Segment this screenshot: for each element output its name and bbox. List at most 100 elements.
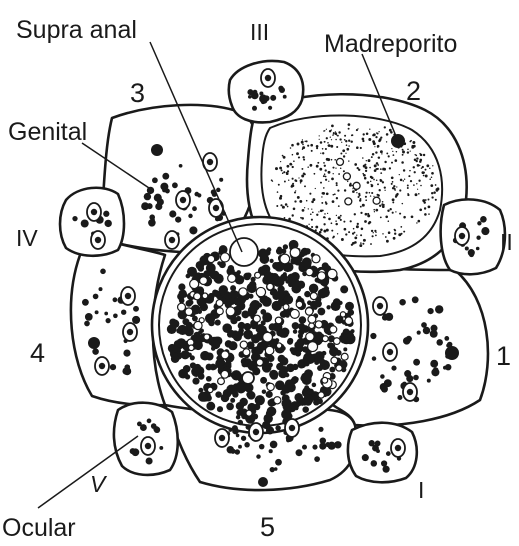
madreporite-stipple: [385, 215, 388, 218]
plate-tubercle: [241, 436, 246, 441]
madreporite-stipple: [337, 135, 339, 137]
madreporite-stipple: [341, 238, 344, 241]
madreporite-stipple: [304, 207, 305, 208]
madreporite-stipple: [338, 216, 341, 219]
madreporite-stipple: [360, 234, 362, 236]
periproct-ring-granule: [263, 332, 273, 342]
plate-tubercle: [477, 221, 481, 225]
madreporite-stipple: [310, 213, 312, 215]
periproct-granule: [315, 356, 322, 363]
periproct-granule: [298, 362, 305, 369]
madreporite-stipple: [279, 167, 282, 170]
periproct-granule: [296, 397, 305, 406]
madreporite-stipple: [350, 220, 352, 222]
plate-pore-center: [145, 443, 151, 449]
madreporite-stipple: [432, 165, 433, 166]
madreporite-stipple: [284, 181, 286, 183]
madreporite-stipple: [435, 184, 437, 186]
periproct-ring-granule: [220, 253, 229, 262]
periproct-granule: [206, 353, 214, 361]
madreporite-stipple: [289, 163, 292, 166]
madreporite-stipple: [381, 153, 382, 154]
madreporite-stipple: [399, 189, 401, 191]
madreporite-stipple: [421, 171, 424, 174]
madreporite-stipple: [360, 198, 362, 200]
periproct-granule: [340, 285, 348, 293]
madreporite-stipple: [416, 183, 417, 184]
madreporite-stipple: [279, 197, 282, 200]
periproct-granule: [322, 351, 327, 356]
madreporite-stipple: [368, 138, 371, 141]
madreporite-stipple: [295, 190, 296, 191]
madreporite-stipple: [303, 172, 305, 174]
plate-tubercle: [100, 268, 106, 274]
periproct-granule: [283, 406, 289, 412]
periproct-ring-granule: [290, 248, 300, 258]
periproct-ring-granule: [256, 359, 263, 366]
madreporite-stipple: [377, 146, 378, 147]
plate-tubercle: [399, 299, 406, 306]
periproct-granule: [237, 297, 242, 302]
madreporite-stipple: [348, 140, 350, 142]
plate-tubercle: [427, 379, 431, 383]
label-roman-V: V: [90, 471, 108, 497]
madreporite-stipple: [309, 164, 312, 167]
madreporite-stipple: [282, 172, 284, 174]
madreporite-stipple: [278, 184, 280, 186]
madreporite-stipple: [293, 208, 296, 211]
madreporite-stipple: [357, 223, 359, 225]
madreporite-stipple: [301, 175, 304, 178]
madreporite-stipple: [361, 228, 364, 231]
plate-pore-center: [459, 233, 465, 239]
madreporite-stipple: [402, 149, 404, 151]
madreporite-stipple: [334, 132, 337, 135]
plate-tubercle: [275, 459, 282, 466]
madreporite-stipple: [373, 179, 375, 181]
periproct-ring-granule: [221, 370, 229, 378]
madreporite-stipple: [395, 194, 397, 196]
periproct-ring-granule: [322, 377, 328, 383]
periproct-ring-granule: [331, 357, 338, 364]
plate-tubercle: [318, 427, 323, 432]
madreporite-stipple: [380, 136, 382, 138]
madreporite-stipple: [358, 196, 360, 198]
periproct-granule: [269, 370, 278, 379]
plate-tubercle: [122, 367, 129, 374]
madreporite-stipple: [396, 151, 397, 152]
madreporite-stipple: [311, 150, 313, 152]
madreporite-stipple: [371, 230, 373, 232]
madreporite-stipple: [346, 144, 348, 146]
madreporite-stipple: [324, 165, 326, 167]
madreporite-stipple: [392, 201, 394, 203]
madreporite-stipple: [360, 206, 362, 208]
madreporite-stipple: [344, 135, 346, 137]
madreporite-stipple: [291, 144, 294, 147]
madreporite-stipple: [423, 175, 425, 177]
madreporite-stipple: [419, 208, 422, 211]
periproct-granule: [192, 316, 198, 322]
plate-tubercle: [81, 220, 89, 228]
madreporite-stipple: [426, 164, 429, 167]
periproct-granule: [168, 325, 175, 332]
periproct-granule: [282, 346, 286, 350]
plate-pore-center: [95, 237, 101, 243]
madreporite-stipple: [303, 159, 305, 161]
plate-tubercle: [244, 442, 249, 447]
madreporite-stipple: [335, 223, 337, 225]
madreporite-stipple: [410, 180, 412, 182]
madreporite-stipple: [433, 191, 436, 194]
plate-tubercle: [372, 445, 379, 452]
periproct-granule: [294, 406, 298, 410]
periproct-ring-granule: [243, 349, 250, 356]
madreporite-stipple: [382, 181, 384, 183]
madreporite-stipple: [409, 141, 411, 143]
plate-tubercle: [151, 218, 155, 222]
madreporite-stipple: [358, 169, 360, 171]
periproct-granule: [304, 291, 310, 297]
madreporite-stipple: [388, 231, 391, 234]
madreporite-stipple: [323, 130, 325, 132]
madreporite-stipple: [348, 160, 349, 161]
periproct-ring-granule: [246, 410, 252, 416]
madreporite-stipple: [309, 193, 311, 195]
madreporite-stipple: [337, 233, 338, 234]
